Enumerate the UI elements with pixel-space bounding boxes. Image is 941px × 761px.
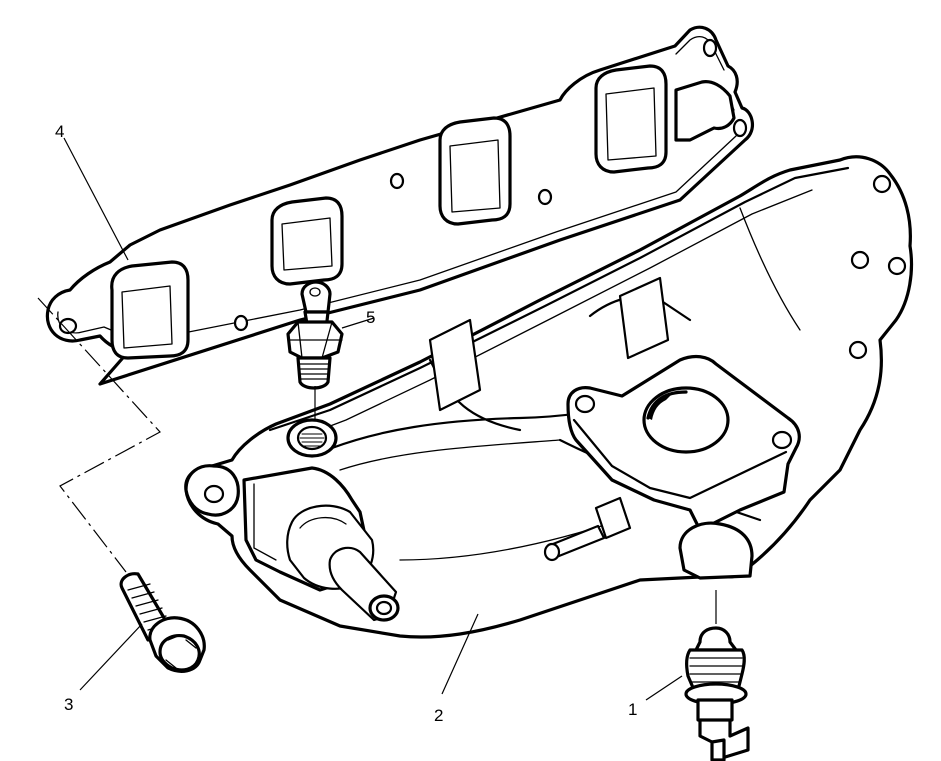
callout-3: 3: [64, 695, 74, 714]
sensor-part: [684, 626, 750, 761]
callout-4: 4: [55, 122, 65, 141]
alignment-lines: [37, 297, 717, 624]
callout-1: 1: [628, 700, 638, 719]
leader-5: [341, 317, 375, 329]
leader-4: [63, 137, 129, 261]
leader-1: [645, 675, 683, 701]
manifold-part: [184, 155, 914, 639]
fitting-part: [286, 280, 344, 390]
leader-3: [79, 623, 143, 691]
callout-2: 2: [434, 706, 444, 725]
leader-2: [441, 613, 479, 695]
gasket-part: [45, 25, 754, 386]
leader-lines: [63, 137, 683, 701]
callout-5: 5: [366, 308, 376, 327]
bolt-part: [119, 572, 206, 673]
